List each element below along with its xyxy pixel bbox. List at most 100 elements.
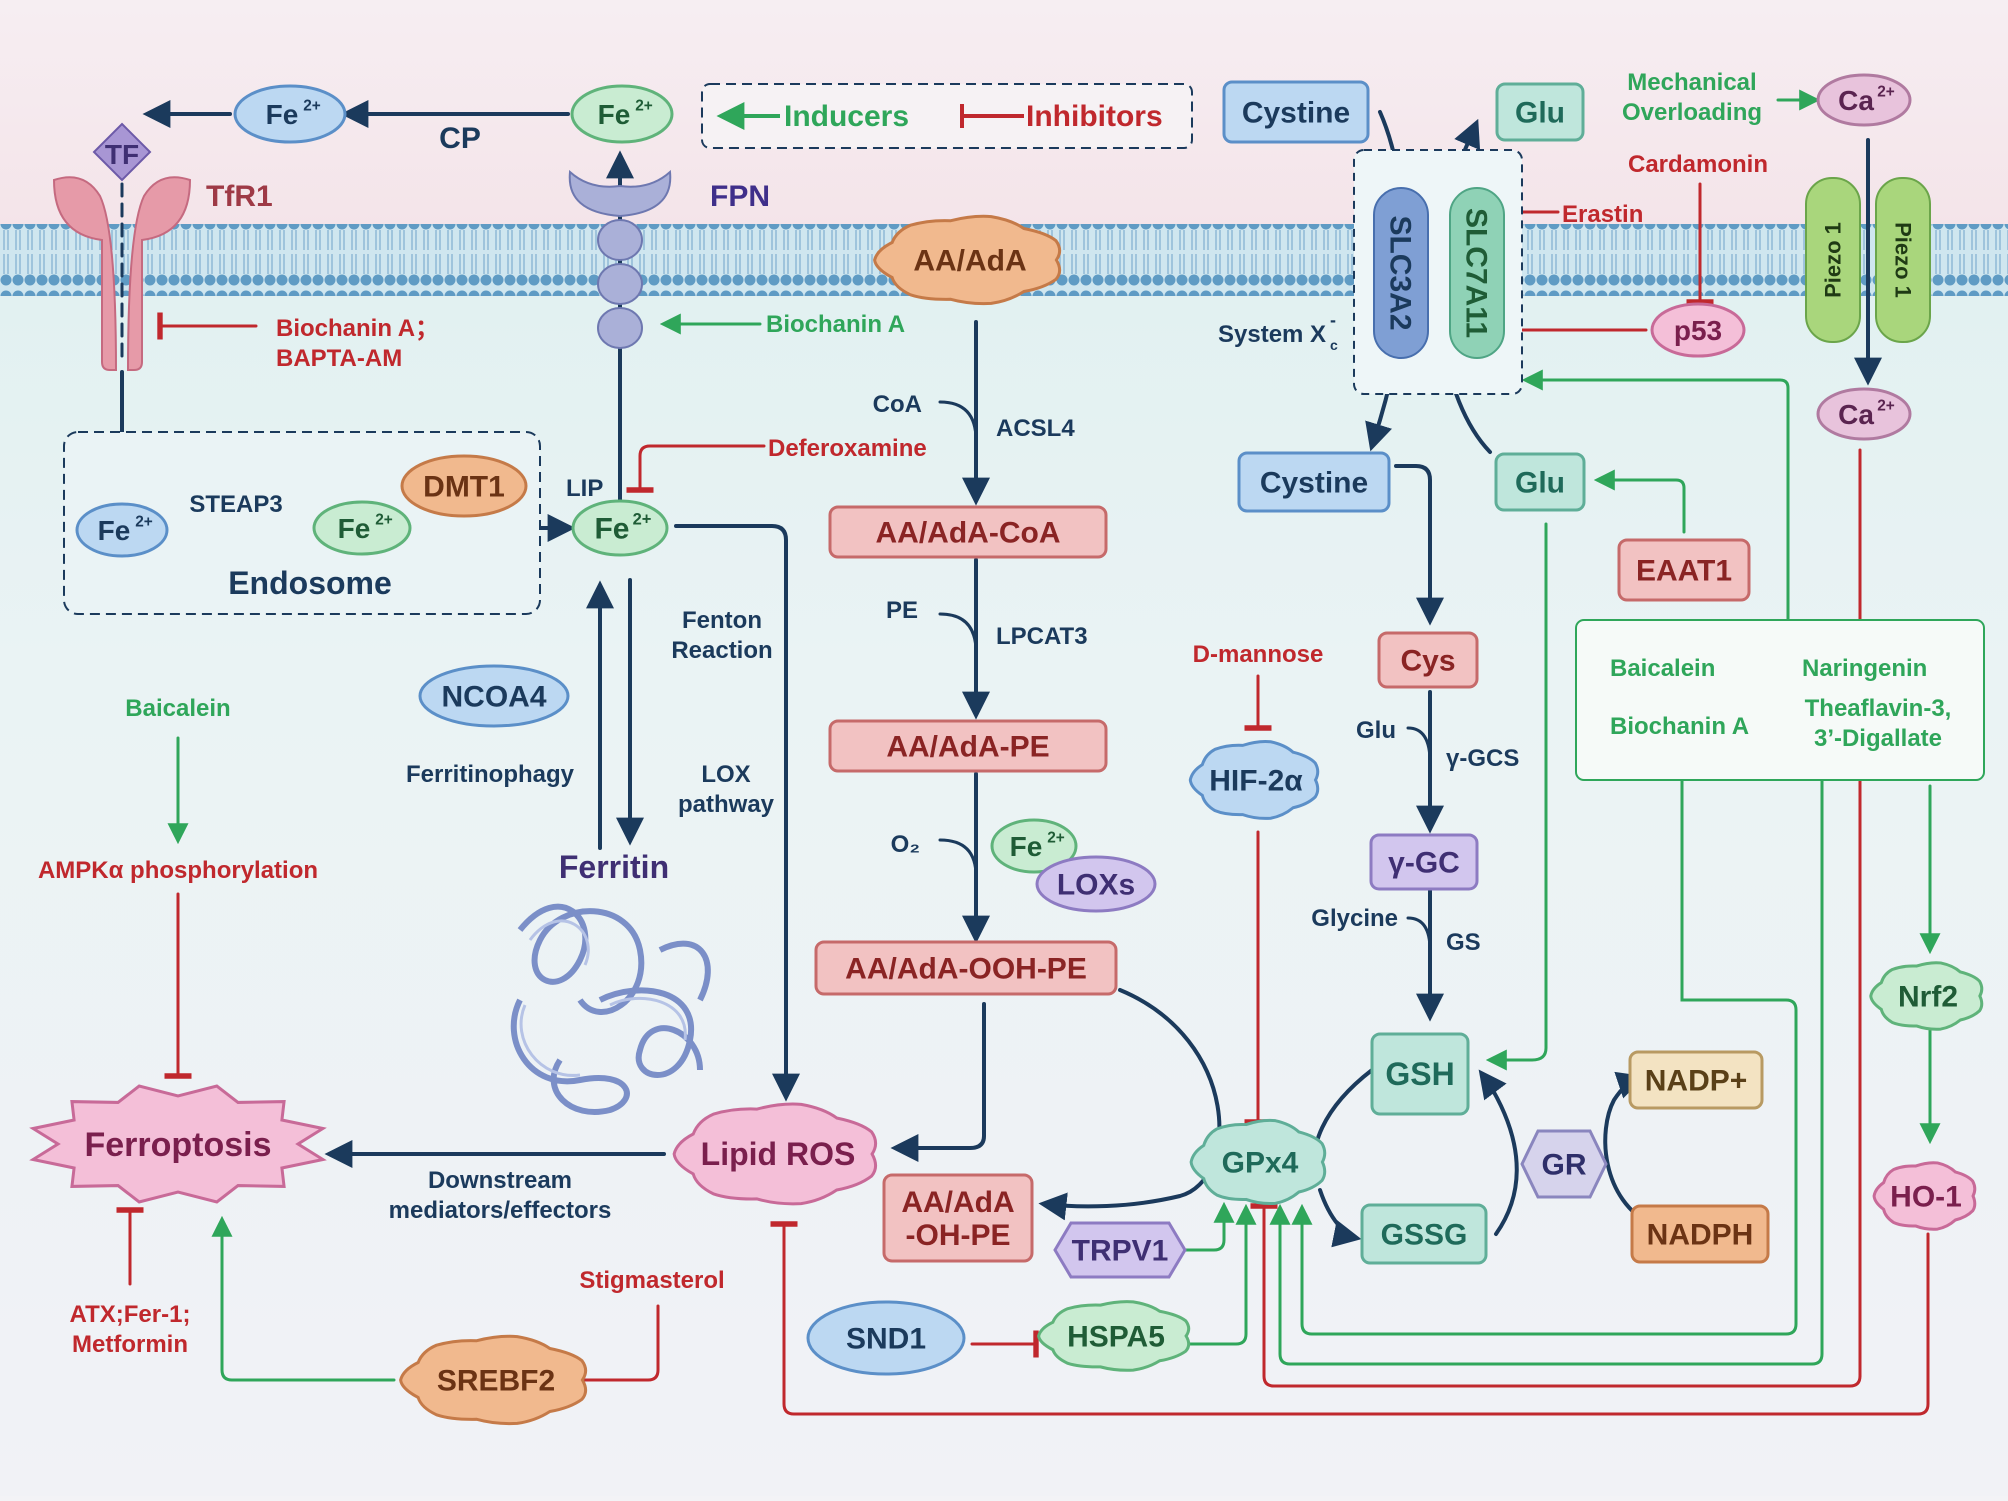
- cystine-out-node-label: Cystine: [1242, 97, 1350, 130]
- glu-in-node: Glu: [1494, 452, 1586, 512]
- aa-oohpe-node: AA/AdA-OOH-PE: [814, 940, 1118, 996]
- piezo-right-label: Piezo 1: [1890, 222, 1915, 298]
- nrf2-node: Nrf2: [1869, 961, 1984, 1031]
- ca-in-node-charge: 2+: [1877, 398, 1895, 415]
- box-thea1-label: Theaflavin-3,: [1805, 695, 1952, 722]
- ferritin-protein-icon: [510, 903, 711, 1115]
- dmt1-node-label: DMT1: [423, 471, 505, 504]
- glu-out-node-label: Glu: [1515, 97, 1565, 130]
- lpcat3-label: LPCAT3: [996, 623, 1088, 650]
- ferritin-helix-detail: [519, 919, 687, 1077]
- coa-label: CoA: [873, 391, 922, 418]
- ferroptosis-node: Ferroptosis: [29, 1084, 327, 1204]
- srebf2-node: SREBF2: [399, 1334, 588, 1426]
- atx2-label: Metformin: [72, 1331, 188, 1358]
- trpv1-node: TRPV1: [1053, 1221, 1187, 1279]
- snd1-node-label: SND1: [846, 1323, 926, 1356]
- biochanin-bapta1-label: Biochanin A；: [276, 315, 439, 342]
- hif-node: HIF-2α: [1188, 740, 1320, 820]
- gr-node: GR: [1520, 1129, 1608, 1199]
- ca-out-node-charge: 2+: [1877, 84, 1895, 101]
- regulator-box: [1575, 619, 1985, 781]
- steap3-label: STEAP3: [189, 491, 282, 518]
- tf-label: TF: [105, 139, 139, 170]
- acsl4-label: ACSL4: [996, 415, 1075, 442]
- aa-ada-membrane-node-label: AA/AdA: [913, 245, 1026, 278]
- system-xc-subscript: c: [1330, 337, 1338, 353]
- p53-node: p53: [1650, 302, 1746, 358]
- downstream2-label: mediators/effectors: [389, 1197, 612, 1224]
- downstream1-label: Downstream: [428, 1167, 572, 1194]
- ncoa4-node-label: NCOA4: [441, 681, 546, 714]
- hspa5-node: HSPA5: [1037, 1300, 1191, 1372]
- fe-top-left-node-label: Fe: [266, 99, 299, 130]
- aa-oohpe-node-label: AA/AdA-OOH-PE: [845, 953, 1087, 986]
- gpx4-node: GPx4: [1189, 1118, 1327, 1206]
- loxs-node: LOXs: [1035, 855, 1157, 913]
- box-baicalein-label: Baicalein: [1610, 655, 1715, 682]
- gamma-gcs-label: γ-GCS: [1446, 745, 1519, 772]
- slc3a2-transporter: [1373, 187, 1429, 359]
- gamma-gc-node: γ-GC: [1369, 833, 1479, 891]
- legend-inhibitors: Inhibitors: [1026, 100, 1163, 133]
- slc7a11-label: SLC7A11: [1460, 208, 1493, 338]
- snd1-node: SND1: [806, 1300, 966, 1376]
- o2-label: O₂: [891, 831, 920, 858]
- arrows: [108, 89, 1941, 1416]
- gssg-node-label: GSSG: [1381, 1219, 1468, 1252]
- box-biochanin-label: Biochanin A: [1610, 713, 1749, 740]
- ferritin-label: Ferritin: [559, 849, 669, 885]
- system-xc-superscript: -: [1330, 310, 1336, 330]
- ampk-label: AMPKα phosphorylation: [38, 857, 318, 884]
- srebf2-node-label: SREBF2: [437, 1365, 555, 1398]
- gpx4-node-label: GPx4: [1222, 1147, 1299, 1180]
- legend-inducers: Inducers: [784, 100, 909, 133]
- nadph-node-label: NADPH: [1647, 1219, 1754, 1252]
- fe-lox-node-label: Fe: [1010, 831, 1043, 862]
- gsh-node-label: GSH: [1385, 1056, 1454, 1092]
- tf-diamond: [92, 122, 152, 182]
- piezo1-right: [1875, 177, 1931, 343]
- slc7a11-transporter: [1449, 187, 1505, 359]
- baicalein-left-label: Baicalein: [125, 695, 230, 722]
- eaat1-node: EAAT1: [1617, 538, 1751, 602]
- p53-node-label: p53: [1674, 315, 1722, 346]
- ca-in-node-label: Ca: [1838, 399, 1874, 430]
- gsh-node: GSH: [1370, 1032, 1470, 1116]
- cys-node-label: Cys: [1400, 645, 1455, 678]
- cp-label: CP: [439, 122, 481, 155]
- hif-node-label: HIF-2α: [1209, 765, 1303, 798]
- lox2-label: pathway: [678, 791, 775, 818]
- pe-label: PE: [886, 597, 918, 624]
- fe-lip-node-label: Fe: [594, 513, 629, 546]
- aa-ohpe-node-label-2: -OH-PE: [906, 1219, 1011, 1252]
- dmt1-node: DMT1: [400, 454, 528, 518]
- glycine-label: Glycine: [1311, 905, 1398, 932]
- atx1-label: ATX;Fer-1;: [70, 1301, 191, 1328]
- cardamonin-label: Cardamonin: [1628, 151, 1768, 178]
- ferroptosis-node-label: Ferroptosis: [84, 1126, 271, 1164]
- gr-node-label: GR: [1542, 1149, 1587, 1182]
- aa-pe-node-label: AA/AdA-PE: [886, 731, 1049, 764]
- trpv1-node-label: TRPV1: [1072, 1235, 1169, 1268]
- fe-lox-node-charge: 2+: [1047, 830, 1065, 847]
- eaat1-node-label: EAAT1: [1636, 555, 1732, 588]
- loxs-node-label: LOXs: [1057, 869, 1135, 902]
- ho1-node-label: HO-1: [1890, 1181, 1962, 1214]
- erastin-label: Erastin: [1562, 201, 1643, 228]
- box-thea2-label: 3’-Digallate: [1814, 725, 1942, 752]
- d-mannose-label: D-mannose: [1193, 641, 1324, 668]
- ho1-node: HO-1: [1872, 1161, 1977, 1231]
- gs-label: GS: [1446, 929, 1481, 956]
- hspa5-node-label: HSPA5: [1067, 1321, 1165, 1354]
- ca-out-node-label: Ca: [1838, 85, 1874, 116]
- lipid-ros-node: Lipid ROS: [672, 1102, 878, 1206]
- cystine-in-node-label: Cystine: [1260, 467, 1368, 500]
